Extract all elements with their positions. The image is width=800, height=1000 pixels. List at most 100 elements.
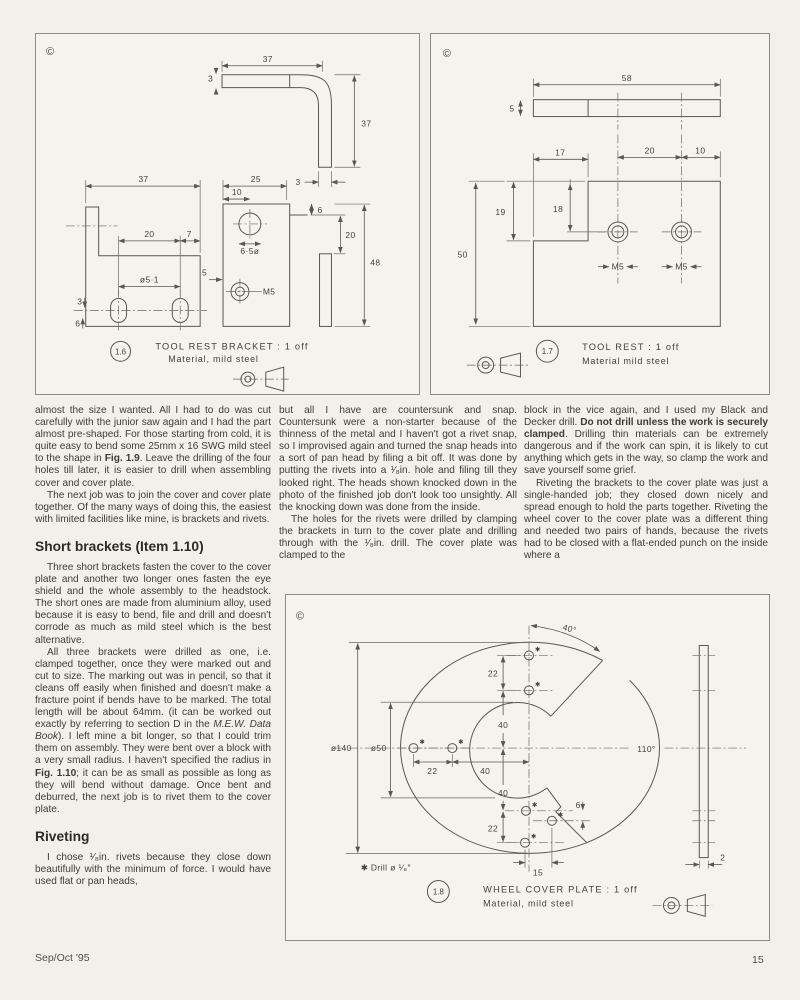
dim-label: 22 bbox=[488, 824, 498, 834]
figure-number-bubble bbox=[110, 340, 132, 362]
figure-reference: Fig. 1.9 bbox=[104, 453, 140, 465]
dim-label: ø140 bbox=[331, 743, 352, 753]
figure-number: 1.6 bbox=[115, 347, 127, 356]
dim-label: 40° bbox=[562, 622, 578, 635]
drilled-hole bbox=[546, 815, 557, 826]
dim-label: 58 bbox=[622, 73, 632, 83]
footer-page-number: 15 bbox=[752, 954, 764, 966]
copyright-icon: © bbox=[443, 48, 451, 60]
dim-label: 6 bbox=[75, 318, 80, 328]
paragraph-text: . Leave the drilling of the four holes t… bbox=[35, 453, 272, 489]
paragraph: All three brackets were drilled as one, … bbox=[35, 647, 271, 816]
text-column-2: but all I have are countersunk and snap.… bbox=[279, 405, 517, 562]
dim-label: 40 bbox=[498, 720, 508, 730]
drill-mark-icon: ✱ bbox=[532, 802, 538, 809]
section-heading-short-brackets: Short brackets (Item 1.10) bbox=[35, 538, 204, 554]
dim-label: ø50 bbox=[371, 743, 387, 753]
fig18-centre-lines bbox=[332, 625, 747, 872]
figure-reference: Fig. 1.10 bbox=[35, 767, 77, 779]
dim-label: 25 bbox=[251, 174, 261, 184]
paragraph: The next job was to join the cover and c… bbox=[35, 489, 271, 525]
fig17-top-view: 58 5 bbox=[509, 73, 721, 130]
figure-material: Material, mild steel bbox=[168, 354, 258, 364]
dim-label: 19 bbox=[495, 207, 505, 217]
dim-label: 20 bbox=[144, 229, 154, 239]
dim-label: 40 bbox=[480, 766, 490, 776]
footer-issue-date: Sep/Oct '95 bbox=[35, 952, 90, 964]
drill-mark-icon: ✱ bbox=[535, 681, 541, 688]
dim-label: M5 bbox=[263, 287, 276, 297]
figure-title: WHEEL COVER PLATE : 1 off bbox=[483, 884, 638, 894]
dim-label: 6 bbox=[576, 800, 581, 810]
drilled-hole bbox=[521, 805, 531, 816]
fig18-diameter-dims: ø140 ø50 bbox=[331, 642, 528, 854]
paragraph-text: almost the size I wanted. All I had to d… bbox=[35, 405, 271, 465]
first-angle-projection-icon bbox=[466, 352, 531, 378]
fig18-edge-view: 2 bbox=[685, 645, 725, 869]
fig16-front-view: 37 20 7 ø5·1 3 6 bbox=[65, 174, 208, 332]
paragraph-text: ; it can be as small as possible as long… bbox=[35, 767, 271, 815]
tapped-hole bbox=[671, 221, 692, 243]
drill-mark-icon: ✱ bbox=[419, 739, 425, 746]
drill-note: ✱ Drill ø ¹⁄₈″ bbox=[361, 863, 411, 873]
dim-label: 15 bbox=[533, 868, 543, 878]
first-angle-projection-icon bbox=[652, 893, 713, 918]
tool-rest-bracket-drawing: © 37 3 37 3 bbox=[46, 46, 380, 392]
drill-mark-icon: ✱ bbox=[531, 834, 537, 841]
fig18-vertical-dims: 22 40 40 22 bbox=[488, 655, 522, 844]
dim-label: 22 bbox=[427, 766, 437, 776]
dim-label: 48 bbox=[370, 258, 380, 268]
dim-label: 3 bbox=[208, 74, 213, 84]
dim-label: 50 bbox=[458, 250, 468, 260]
fig18-offset-dims: 6 15 bbox=[513, 800, 586, 878]
drill-mark-icon: ✱ bbox=[535, 646, 541, 653]
paragraph: almost the size I wanted. All I had to d… bbox=[35, 405, 271, 490]
drilled-hole bbox=[520, 837, 530, 848]
drilled-hole bbox=[447, 743, 458, 754]
dim-label: 110° bbox=[637, 744, 655, 754]
paragraph-text: block in the vice again, and I used my B… bbox=[524, 405, 768, 429]
fig16-top-view: 37 3 37 3 bbox=[208, 54, 371, 187]
dim-label: 5 bbox=[509, 104, 514, 114]
dim-label: 10 bbox=[695, 145, 705, 155]
drill-mark-icon: ✱ bbox=[558, 812, 564, 819]
paragraph: Riveting the brackets to the cover plate… bbox=[524, 477, 768, 562]
dim-label: M5 bbox=[675, 262, 688, 272]
dim-label: 10 bbox=[232, 187, 242, 197]
safety-warning: Do not drill unless the work is securely… bbox=[524, 417, 768, 441]
text-column-1: almost the size I wanted. All I had to d… bbox=[35, 405, 271, 888]
dim-label: 7 bbox=[187, 229, 192, 239]
paragraph: block in the vice again, and I used my B… bbox=[524, 405, 768, 478]
figure-material: Material mild steel bbox=[582, 356, 669, 366]
dim-label: 2 bbox=[720, 853, 725, 863]
drilled-hole bbox=[408, 743, 419, 754]
figure-title: TOOL REST : 1 off bbox=[582, 342, 679, 352]
fig16-caption: 1.6 TOOL REST BRACKET : 1 off Material, … bbox=[110, 340, 307, 392]
wheel-cover-plate-drawing: © ✱ ✱ bbox=[296, 611, 747, 918]
dim-label: M5 bbox=[612, 262, 625, 272]
dim-label: 20 bbox=[345, 230, 355, 240]
drilled-hole bbox=[524, 650, 534, 661]
dim-label: 6 bbox=[318, 205, 323, 215]
figure-box-tool-rest-bracket: © 37 3 37 3 bbox=[35, 33, 420, 395]
dim-label: 18 bbox=[553, 204, 563, 214]
paragraph-text: All three brackets were drilled as one, … bbox=[35, 646, 271, 731]
paragraph-text: . Drilling thin materials can be extreme… bbox=[524, 429, 768, 477]
fig16-side-view: 25 10 6·5ø 6 20 48 5 bbox=[202, 174, 380, 327]
drill-mark-icon: ✱ bbox=[458, 739, 464, 746]
tool-rest-drawing: © 58 5 17 bbox=[443, 48, 721, 378]
dim-label: 6·5ø bbox=[240, 246, 259, 256]
dim-label: 20 bbox=[645, 145, 655, 155]
fig17-front-view: 17 20 10 19 18 50 bbox=[458, 134, 721, 327]
figure-box-wheel-cover-plate: © ✱ ✱ bbox=[285, 594, 770, 941]
fig18-caption: ✱ Drill ø ¹⁄₈″ 1.8 WHEEL COVER PLATE : 1… bbox=[361, 863, 713, 918]
dim-label: 37 bbox=[263, 54, 273, 64]
paragraph-text: ). I left mine a bit longer, so that I c… bbox=[35, 731, 271, 767]
figure-number-bubble bbox=[426, 880, 450, 903]
figure-number: 1.8 bbox=[433, 887, 445, 896]
fig18-horizontal-dims: 22 40 bbox=[413, 754, 530, 776]
paragraph: but all I have are countersunk and snap.… bbox=[279, 405, 517, 513]
drilled-hole bbox=[524, 685, 534, 696]
copyright-icon: © bbox=[46, 46, 54, 58]
